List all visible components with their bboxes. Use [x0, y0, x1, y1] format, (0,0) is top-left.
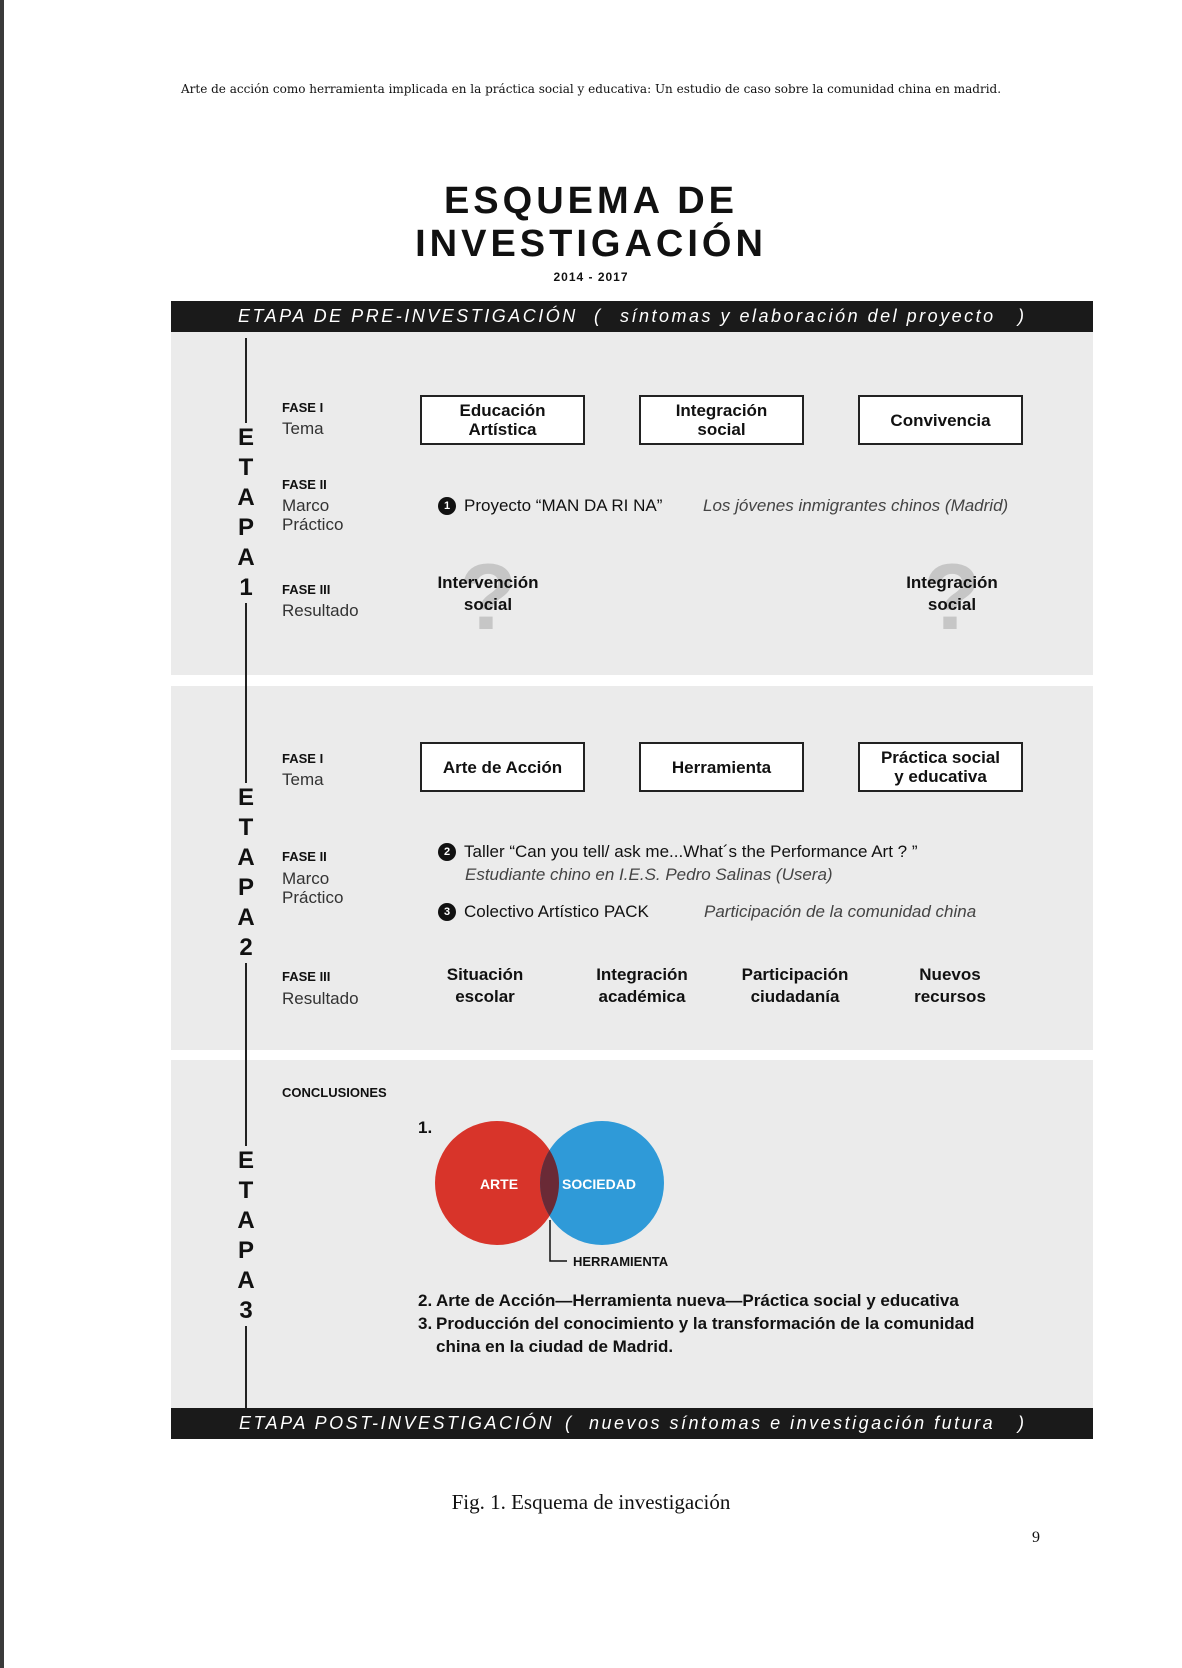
pre-investigation-bar: ETAPA DE PRE-INVESTIGACIÓN ( síntomas y …	[171, 301, 1093, 332]
etapa2-fase2-sub2: Práctico	[282, 888, 344, 907]
arte-circle	[435, 1121, 559, 1245]
etapa2-fase2-label: FASE II	[282, 849, 327, 864]
figure-caption: Fig. 1. Esquema de investigación	[451, 1490, 731, 1514]
number-1-badge: 1	[438, 497, 456, 515]
etapa2-fase3-sub: Resultado	[282, 989, 359, 1008]
venn-overlap	[539, 1150, 560, 1216]
number-3-badge: 3	[438, 903, 456, 921]
post-bar-label: ETAPA POST-INVESTIGACIÓN	[239, 1413, 555, 1433]
post-bar-paren-close: )	[1018, 1413, 1027, 1433]
conclusion-3: 3.Producción del conocimiento y la trans…	[418, 1314, 975, 1333]
herramienta-connector	[549, 1220, 567, 1262]
venn-sociedad-label: SOCIEDAD	[562, 1176, 636, 1192]
etapa1-fase2-label: FASE II	[282, 477, 327, 492]
pre-bar-paren-open: (	[594, 306, 603, 326]
conclusiones-label: CONCLUSIONES	[282, 1085, 387, 1100]
diagram-years: 2014 - 2017	[553, 270, 629, 284]
pre-bar-text: síntomas y elaboración del proyecto	[620, 306, 996, 326]
etapa1-fase1-label: FASE I	[282, 400, 324, 415]
box-arte-de-accion: Arte de Acción	[420, 742, 585, 792]
post-investigation-bar: ETAPA POST-INVESTIGACIÓN ( nuevos síntom…	[171, 1408, 1093, 1439]
etapa1-panel	[171, 332, 1093, 675]
box-herramienta: Herramienta	[639, 742, 804, 792]
conclusion-3-cont: china en la ciudad de Madrid.	[436, 1337, 674, 1356]
venn-number: 1.	[418, 1118, 432, 1137]
conclusion-2: 2.Arte de Acción—Herramienta nueva—Práct…	[418, 1291, 959, 1310]
etapa1-fase1-sub: Tema	[282, 419, 324, 438]
etapa2-fase1-sub: Tema	[282, 770, 324, 789]
sociedad-circle	[540, 1121, 664, 1245]
etapa1-fase2-sub1: Marco	[282, 496, 330, 515]
etapa2-fase3-label: FASE III	[282, 969, 331, 984]
pre-bar-label: ETAPA DE PRE-INVESTIGACIÓN	[238, 306, 578, 326]
proyecto-text: Proyecto “MAN DA RI NA”	[464, 496, 663, 515]
post-bar-text: nuevos síntomas e investigación futura	[589, 1413, 996, 1433]
etapa1-fase2-sub2: Práctico	[282, 515, 344, 534]
etapa2-fase1-label: FASE I	[282, 751, 324, 766]
diagram-title: ESQUEMA DE	[443, 180, 739, 222]
running-head: Arte de acción como herramienta implicad…	[180, 82, 1002, 96]
page-left-edge	[0, 0, 4, 1668]
etapa1-fase3-label: FASE III	[282, 582, 331, 597]
question-mark-icon: ?	[459, 544, 517, 649]
pre-bar-paren-close: )	[1018, 306, 1027, 326]
pack-detail: Participación de la comunidad china	[704, 902, 977, 921]
venn-arte-label: ARTE	[480, 1176, 518, 1192]
taller-item: 2 Taller “Can you tell/ ask me...What´s t…	[438, 842, 918, 862]
box-convivencia: Convivencia	[858, 395, 1023, 445]
pack-text: Colectivo Artístico PACK	[464, 902, 649, 921]
question-mark-icon: ?	[923, 544, 981, 649]
number-2-badge: 2	[438, 843, 456, 861]
venn-herramienta-label: HERRAMIENTA	[573, 1254, 669, 1269]
diagram-title-line2: INVESTIGACIÓN	[415, 223, 767, 265]
proyecto-mandarina: 1 Proyecto “MAN DA RI NA”	[438, 496, 662, 516]
venn-diagram: 1. ARTE SOCIEDAD HERRAMIENTA	[418, 1118, 669, 1269]
post-bar-paren-open: (	[565, 1413, 574, 1433]
etapa1-fase3-sub: Resultado	[282, 601, 359, 620]
proyecto-detail: Los jóvenes inmigrantes chinos (Madrid)	[703, 496, 1009, 515]
etapa2-fase2-sub1: Marco	[282, 869, 330, 888]
taller-text: Taller “Can you tell/ ask me...What´s th…	[464, 842, 918, 861]
page-number: 9	[1032, 1529, 1040, 1546]
pack-item: 3 Colectivo Artístico PACK	[438, 902, 649, 922]
taller-detail: Estudiante chino en I.E.S. Pedro Salinas…	[465, 865, 833, 884]
